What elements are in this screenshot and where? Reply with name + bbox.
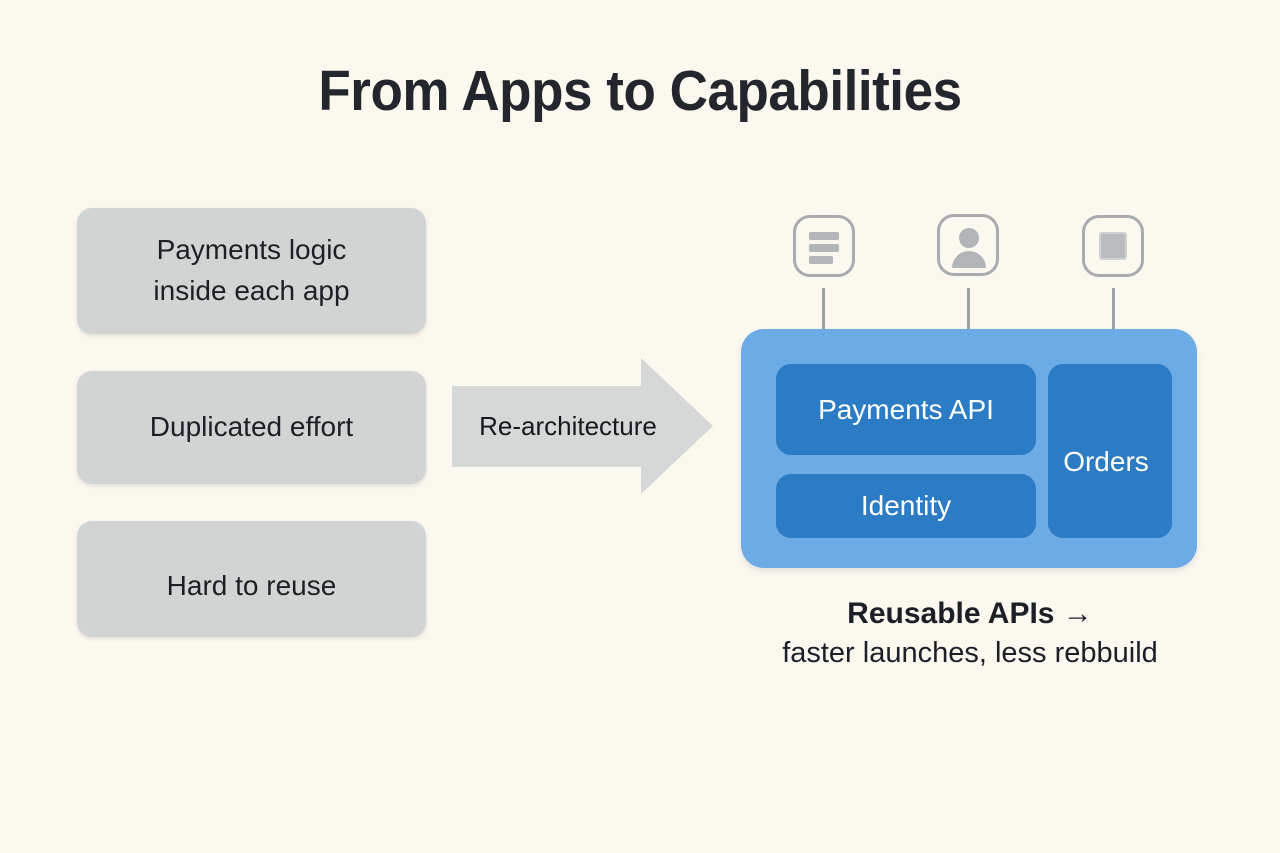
capability-platform-panel: Payments API Identity Orders [741,329,1197,568]
api-card-orders: Orders [1048,364,1172,538]
user-icon [937,214,999,276]
problem-box-duplicated-effort: Duplicated effort [77,371,426,484]
user-icon-head [959,228,979,248]
api-card-label: Orders [1063,446,1149,477]
problem-box-label: Payments logic inside each app [153,230,349,312]
problem-box-line: inside each app [153,275,350,306]
connector-line [967,288,970,330]
api-card-payments: Payments API [776,364,1036,455]
transition-arrow: Re-architecture [452,356,716,496]
problem-box-line: Payments logic [156,234,347,266]
connector-line [822,288,825,330]
list-icon-glyph [796,218,852,274]
api-card-identity: Identity [776,474,1036,538]
list-bar [809,244,839,252]
page-title: From Apps to Capabilities [318,59,962,123]
problem-box-label: Hard to reuse [166,570,337,602]
user-icon-glyph [940,217,996,273]
square-icon-glyph [1085,218,1141,274]
square-shape [1099,232,1127,260]
list-bar [809,256,833,264]
outcome-caption: Reusable APIs → faster launches, less re… [720,595,1220,673]
connector-line [1112,288,1115,330]
arrow-shape-icon [452,358,713,494]
caption-secondary: faster launches, less rebbuild [782,637,1158,670]
arrow-label: Re-architecture [479,410,657,441]
api-card-label: Payments API [818,393,994,425]
api-card-label: Identity [860,490,952,521]
caption-primary: Reusable APIs → [847,597,1093,630]
problem-box-label: Duplicated effort [149,411,354,443]
list-icon [793,215,855,277]
user-icon-body [952,251,986,268]
list-bar [809,232,839,240]
problem-box-hard-to-reuse: Hard to reuse [77,521,426,637]
square-icon [1082,215,1144,277]
problem-box-payments-logic: Payments logic inside each app [77,208,426,334]
